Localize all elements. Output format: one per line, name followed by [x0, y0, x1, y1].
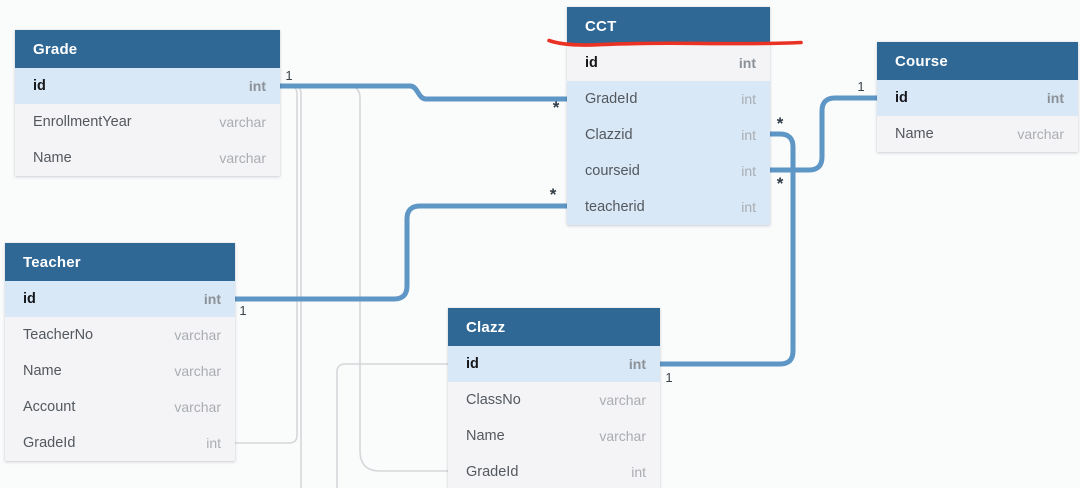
- field-name: id: [33, 78, 46, 94]
- field-type: varchar: [219, 114, 266, 130]
- field-row-grade-enrollmentyear[interactable]: EnrollmentYear varchar: [15, 104, 280, 140]
- field-name: TeacherNo: [23, 327, 94, 343]
- field-type: varchar: [174, 399, 221, 415]
- field-row-clazz-id[interactable]: id int: [448, 346, 660, 382]
- field-name: Name: [33, 150, 72, 166]
- field-row-cct-clazzid[interactable]: Clazzid int: [567, 117, 770, 153]
- field-row-clazz-classno[interactable]: ClassNo varchar: [448, 382, 660, 418]
- field-type: int: [741, 199, 756, 215]
- table-teacher-title: Teacher: [23, 253, 81, 271]
- field-row-cct-id[interactable]: id int: [567, 45, 770, 81]
- cardinality-grade-cct-one: 1: [285, 68, 292, 83]
- field-row-cct-teacherid[interactable]: teacherid int: [567, 189, 770, 225]
- field-type: int: [741, 163, 756, 179]
- field-name: Account: [23, 399, 76, 415]
- cardinality-teacher-cct-one: 1: [239, 303, 246, 318]
- relationship-line-course-cct[interactable]: [770, 95, 877, 173]
- field-type: varchar: [599, 392, 646, 408]
- field-type: int: [628, 356, 646, 372]
- field-row-teacher-name[interactable]: Name varchar: [5, 353, 235, 389]
- field-name: Name: [895, 126, 934, 142]
- field-type: varchar: [174, 327, 221, 343]
- table-course-header[interactable]: Course: [877, 42, 1078, 80]
- field-name: id: [23, 291, 36, 307]
- table-clazz-header[interactable]: Clazz: [448, 308, 660, 346]
- field-type: varchar: [599, 428, 646, 444]
- field-name: id: [466, 356, 479, 372]
- table-teacher-header[interactable]: Teacher: [5, 243, 235, 281]
- field-name: GradeId: [23, 435, 76, 451]
- field-type: int: [741, 127, 756, 143]
- field-name: ClassNo: [466, 392, 521, 408]
- cardinality-course-cct-many: *: [777, 174, 784, 193]
- field-name: courseid: [585, 163, 640, 179]
- table-cct-header[interactable]: CCT: [567, 7, 770, 45]
- field-name: id: [895, 90, 908, 106]
- field-name: Name: [23, 363, 62, 379]
- field-row-teacher-gradeid[interactable]: GradeId int: [5, 425, 235, 461]
- field-type: int: [206, 435, 221, 451]
- relationship-line-grade-cct[interactable]: [280, 83, 567, 102]
- table-grade-title: Grade: [33, 40, 78, 58]
- field-row-grade-name[interactable]: Name varchar: [15, 140, 280, 176]
- field-row-teacher-teacherno[interactable]: TeacherNo varchar: [5, 317, 235, 353]
- cardinality-teacher-cct-many: *: [550, 185, 557, 204]
- field-row-cct-gradeid[interactable]: GradeId int: [567, 81, 770, 117]
- field-row-cct-courseid[interactable]: courseid int: [567, 153, 770, 189]
- relationship-line-grade-clazz[interactable]: [280, 85, 448, 472]
- table-clazz-title: Clazz: [466, 318, 506, 336]
- table-course-title: Course: [895, 52, 948, 70]
- field-row-course-id[interactable]: id int: [877, 80, 1078, 116]
- field-row-teacher-id[interactable]: id int: [5, 281, 235, 317]
- cardinality-course-cct-one: 1: [857, 79, 864, 94]
- field-type: varchar: [174, 363, 221, 379]
- table-grade-header[interactable]: Grade: [15, 30, 280, 68]
- field-type: int: [203, 291, 221, 307]
- cardinality-grade-cct-many: *: [553, 98, 560, 117]
- field-name: Name: [466, 428, 505, 444]
- field-row-clazz-gradeid[interactable]: GradeId int: [448, 454, 660, 488]
- field-type: int: [1046, 90, 1064, 106]
- field-name: GradeId: [466, 464, 519, 480]
- field-type: int: [741, 91, 756, 107]
- field-name: EnrollmentYear: [33, 114, 132, 130]
- relationship-line-teacher-cct[interactable]: [235, 203, 567, 302]
- field-row-course-name[interactable]: Name varchar: [877, 116, 1078, 152]
- field-name: teacherid: [585, 199, 645, 215]
- cardinality-clazz-cct-one: 1: [665, 370, 672, 385]
- field-type: int: [248, 78, 266, 94]
- field-type: int: [738, 55, 756, 71]
- relationship-line-clazz-offscreen[interactable]: [336, 363, 448, 488]
- field-row-teacher-account[interactable]: Account varchar: [5, 389, 235, 425]
- field-name: Clazzid: [585, 127, 633, 143]
- field-row-grade-id[interactable]: id int: [15, 68, 280, 104]
- field-name: GradeId: [585, 91, 638, 107]
- relationship-line-clazz-cct[interactable]: [660, 131, 796, 367]
- field-type: varchar: [1017, 126, 1064, 142]
- field-row-clazz-name[interactable]: Name varchar: [448, 418, 660, 454]
- table-cct-title: CCT: [585, 17, 617, 35]
- field-type: varchar: [219, 150, 266, 166]
- field-type: int: [631, 464, 646, 480]
- cardinality-clazz-cct-many: *: [777, 114, 784, 133]
- field-name: id: [585, 55, 598, 71]
- relationship-line-grade-offscreen[interactable]: [280, 85, 302, 488]
